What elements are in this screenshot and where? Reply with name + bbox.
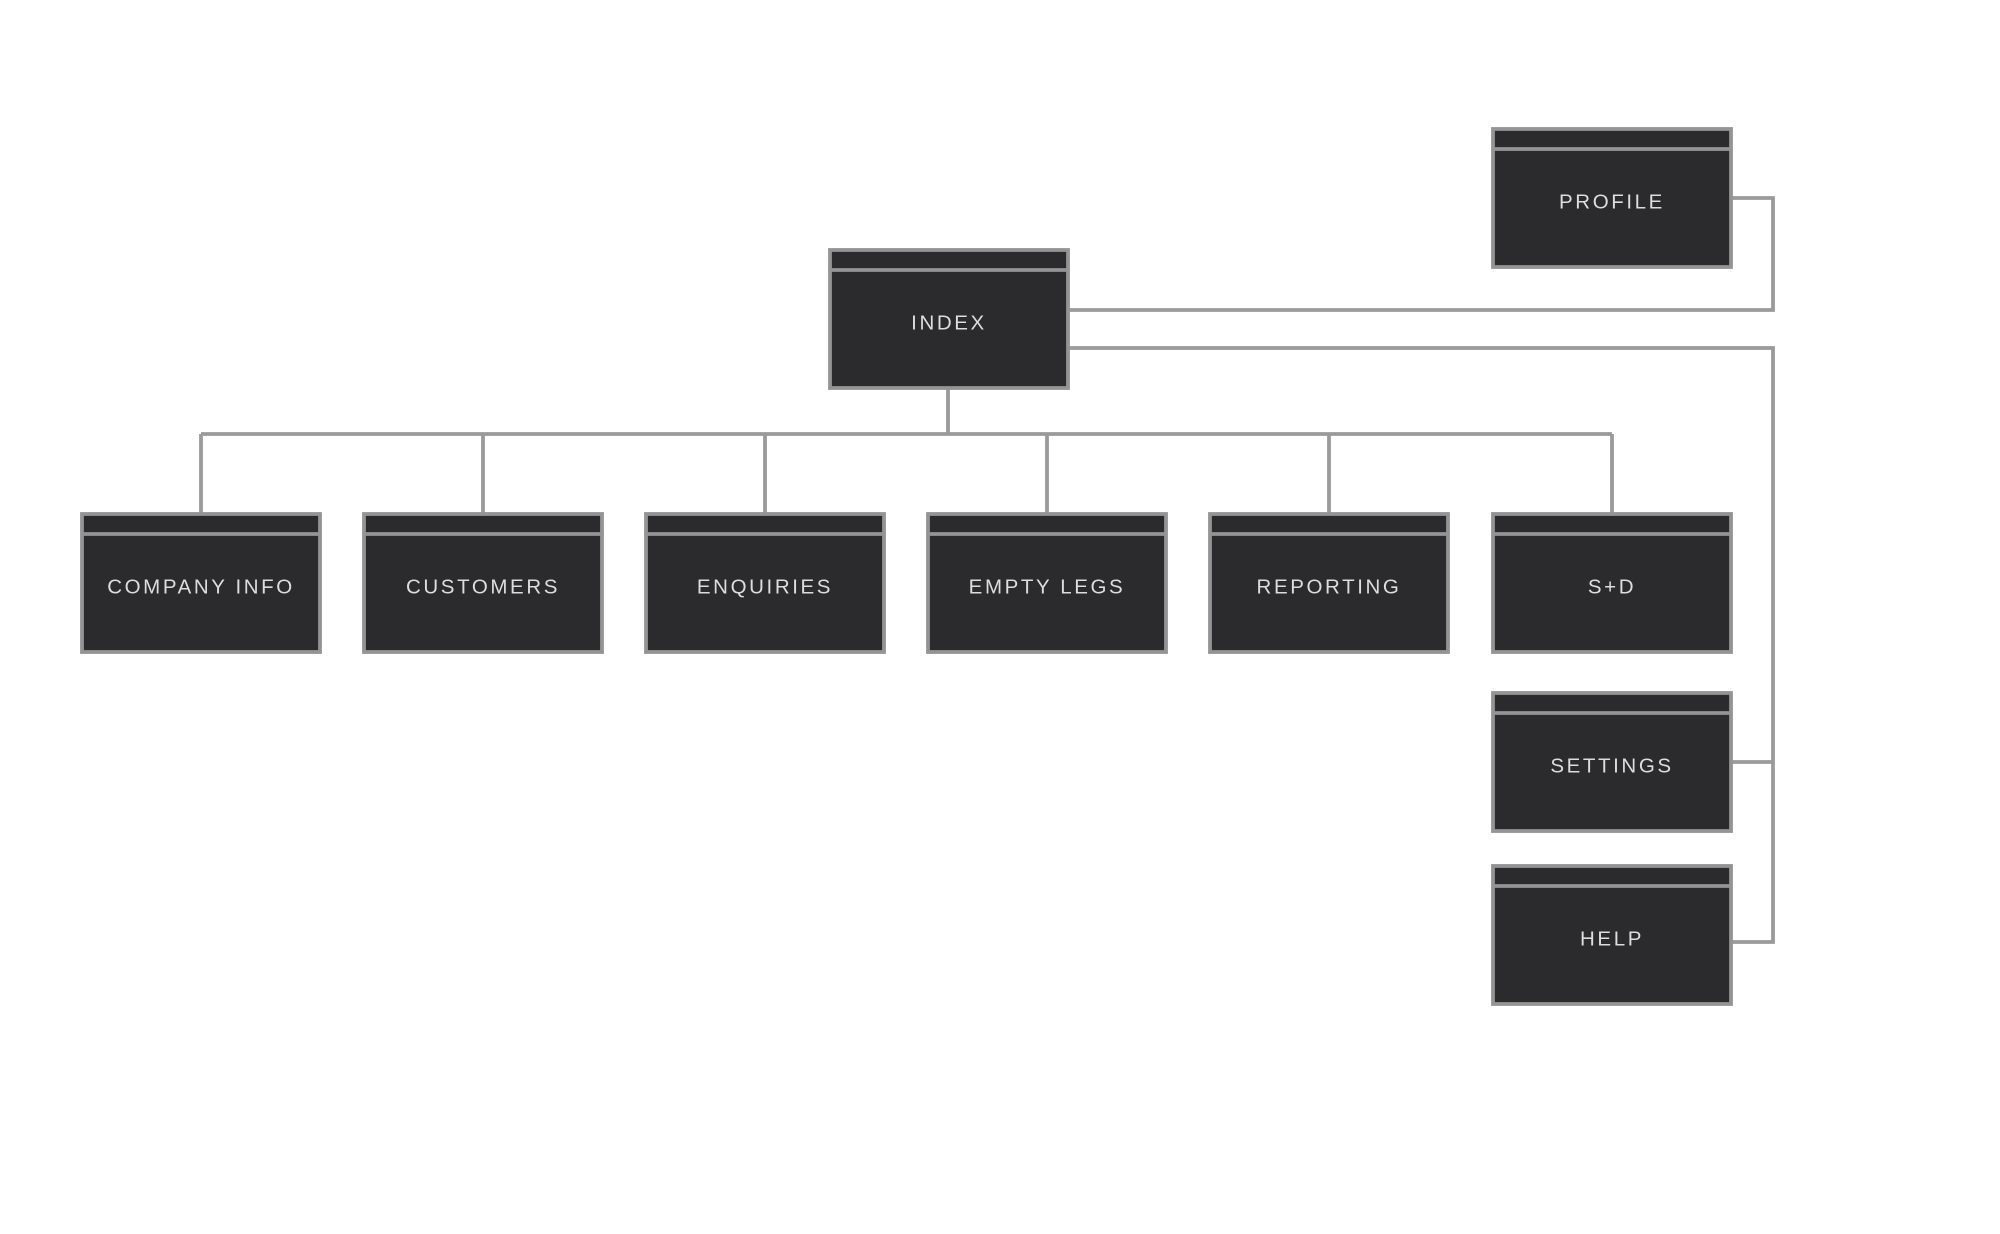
node-company-info-label: COMPANY INFO	[107, 575, 295, 598]
node-reporting-label: REPORTING	[1257, 575, 1402, 598]
node-index[interactable]: INDEX	[828, 248, 1070, 390]
node-profile[interactable]: PROFILE	[1491, 127, 1733, 269]
node-s-d-label: S+D	[1588, 575, 1636, 598]
node-help[interactable]: HELP	[1491, 864, 1733, 1006]
node-customers-label: CUSTOMERS	[406, 575, 560, 598]
node-empty-legs-label: EMPTY LEGS	[969, 575, 1126, 598]
node-help-label: HELP	[1580, 927, 1644, 950]
node-enquiries[interactable]: ENQUIRIES	[644, 512, 886, 654]
node-s-d[interactable]: S+D	[1491, 512, 1733, 654]
node-settings-label: SETTINGS	[1550, 754, 1673, 777]
node-reporting[interactable]: REPORTING	[1208, 512, 1450, 654]
node-company-info[interactable]: COMPANY INFO	[80, 512, 322, 654]
connector-profile	[1068, 196, 1775, 312]
node-empty-legs[interactable]: EMPTY LEGS	[926, 512, 1168, 654]
node-index-label: INDEX	[911, 311, 987, 334]
connector-right-trunk	[1068, 346, 1775, 944]
connector-lines	[199, 196, 1775, 944]
node-profile-label: PROFILE	[1559, 190, 1665, 213]
node-customers[interactable]: CUSTOMERS	[362, 512, 604, 654]
node-enquiries-label: ENQUIRIES	[697, 575, 833, 598]
node-settings[interactable]: SETTINGS	[1491, 691, 1733, 833]
